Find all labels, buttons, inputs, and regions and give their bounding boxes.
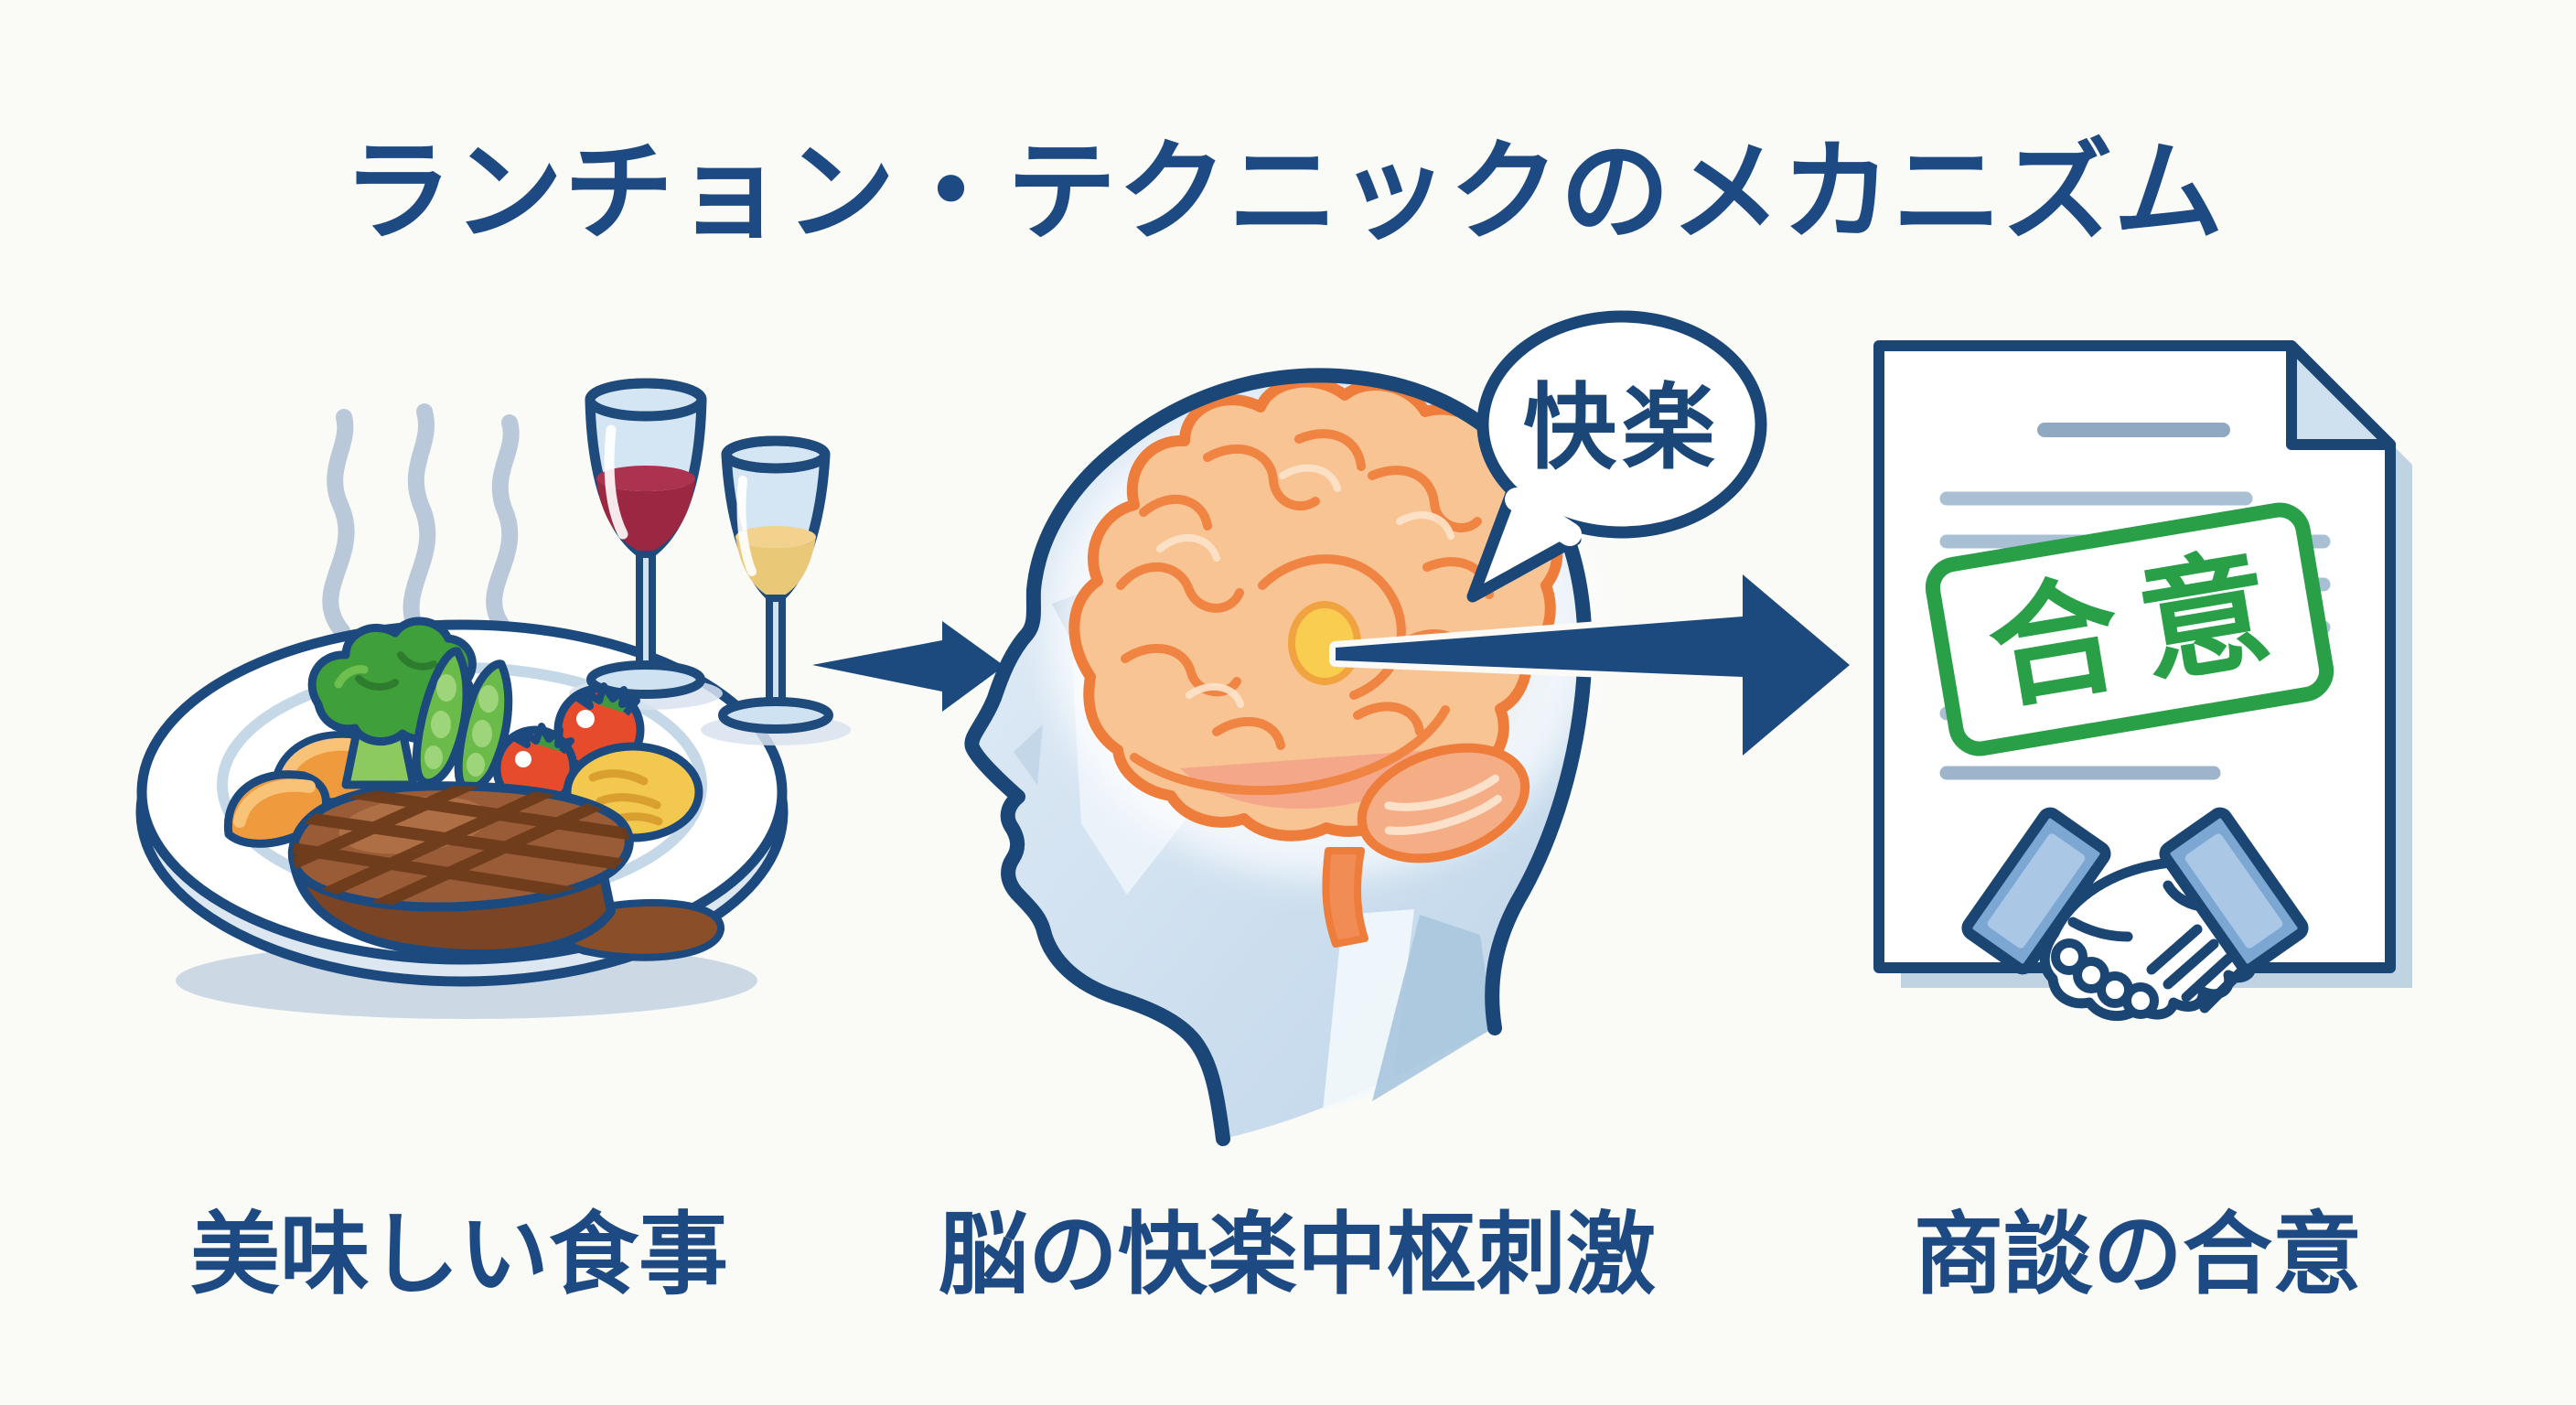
agreement-stamp: 合意: [1925, 502, 2334, 756]
caption-meal: 美味しい食事: [189, 1204, 729, 1304]
caption-brain: 脳の快楽中枢刺激: [938, 1204, 1657, 1304]
flow-arrow-1: [812, 621, 1004, 712]
brain-icon: [1068, 376, 1563, 948]
red-wine-glass-icon: [569, 378, 723, 710]
caption-agreement: 商談の合意: [1913, 1204, 2363, 1304]
head-profile-icon: [964, 368, 1596, 1146]
handshake-icon: [1961, 807, 2309, 1022]
meal-illustration: [135, 378, 851, 1019]
contract-document-icon: 合意: [1873, 340, 2412, 1022]
neck-shade: [1372, 915, 1493, 1101]
folded-corner: [2286, 340, 2396, 450]
flow-arrow-2: [1329, 568, 1856, 762]
right-cuff: [2159, 807, 2309, 975]
speech-bubble: 快楽: [1466, 310, 1767, 603]
left-cuff: [1961, 807, 2111, 975]
page-title: ランチョン・テクニックのメカニズム: [342, 131, 2225, 253]
white-wine-glass-icon: [701, 435, 851, 745]
nose-shade: [1014, 724, 1043, 785]
steak-icon: [287, 781, 634, 959]
bubble-label: 快楽: [1523, 376, 1721, 480]
steam-icon: [322, 403, 520, 649]
